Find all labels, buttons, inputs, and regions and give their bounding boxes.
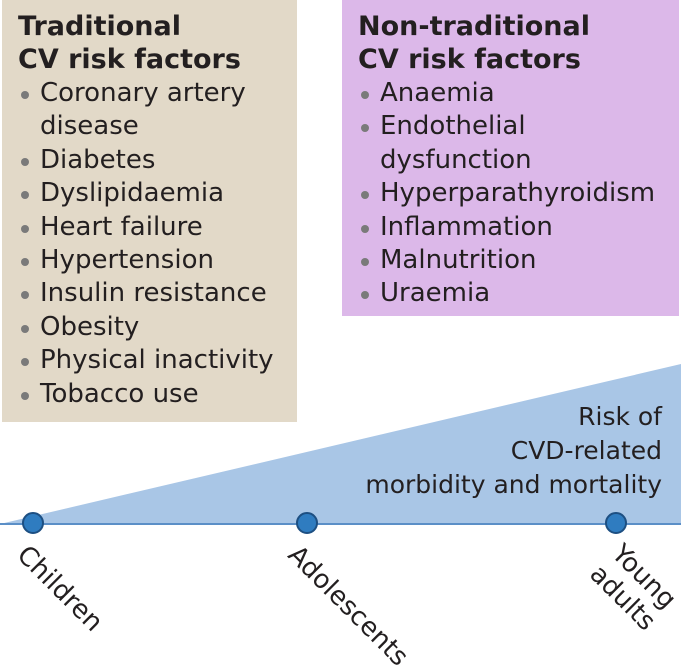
list-item: Inflammation — [358, 211, 679, 244]
list-item-text: Obesity — [40, 311, 140, 342]
list-item-text: Diabetes — [40, 144, 156, 175]
list-item: Insulin resistance — [18, 277, 297, 310]
traditional-title: Traditional CV risk factors — [18, 10, 297, 76]
risk-label-line: CVD-related — [510, 436, 662, 465]
list-item: Diabetes — [18, 144, 297, 177]
nontraditional-risk-list: Anaemia Endothelial dysfunction Hyperpar… — [358, 77, 679, 311]
list-item: Dyslipidaemia — [18, 177, 297, 210]
risk-label-line: morbidity and mortality — [365, 470, 662, 499]
list-item-text: Heart failure — [40, 211, 203, 242]
list-item-text: Insulin resistance — [40, 278, 267, 309]
list-item: Endothelial dysfunction — [358, 110, 679, 177]
list-item: Hypertension — [18, 244, 297, 277]
list-item: Heart failure — [18, 211, 297, 244]
list-item-text: disease — [40, 111, 139, 142]
stage-marker-adolescents — [296, 512, 318, 534]
list-item: Anaemia — [358, 77, 679, 110]
stage-marker-children — [22, 512, 44, 534]
traditional-title-line-1: Traditional — [18, 11, 181, 42]
list-item: Uraemia — [358, 277, 679, 310]
list-item: Physical inactivity — [18, 344, 297, 377]
list-item: Hyperparathyroidism — [358, 177, 679, 210]
list-item-text: Inflammation — [380, 211, 553, 242]
risk-wedge — [0, 364, 681, 524]
risk-label-line: Risk of — [578, 402, 662, 431]
nontraditional-title: Non-traditional CV risk factors — [358, 10, 679, 76]
list-item-text: Hypertension — [40, 245, 214, 276]
list-item: Obesity — [18, 311, 297, 344]
list-item-text: Tobacco use — [40, 378, 199, 409]
traditional-risk-factors-box: Traditional CV risk factors Coronary art… — [2, 0, 297, 422]
stage-marker-young-adults — [605, 512, 627, 534]
nontraditional-risk-factors-box: Non-traditional CV risk factors Anaemia … — [342, 0, 679, 316]
traditional-title-line-2: CV risk factors — [18, 44, 241, 75]
nontraditional-title-line-1: Non-traditional — [358, 11, 591, 42]
list-item-text: Anaemia — [380, 78, 495, 108]
list-item-text: dysfunction — [380, 144, 532, 175]
traditional-risk-list: Coronary artery disease Diabetes Dyslipi… — [18, 77, 297, 411]
nontraditional-title-line-2: CV risk factors — [358, 44, 581, 75]
list-item-text: Uraemia — [380, 278, 491, 309]
list-item: Coronary artery disease — [18, 77, 297, 144]
list-item-text: Coronary artery — [40, 78, 246, 108]
risk-label: Risk of CVD-related morbidity and mortal… — [365, 400, 662, 502]
list-item-text: Malnutrition — [380, 245, 537, 276]
list-item-text: Physical inactivity — [40, 345, 274, 376]
list-item: Tobacco use — [18, 378, 297, 411]
list-item-text: Dyslipidaemia — [40, 178, 225, 209]
list-item: Malnutrition — [358, 244, 679, 277]
list-item-text: Endothelial — [380, 111, 526, 142]
list-item-text: Hyperparathyroidism — [380, 178, 656, 209]
